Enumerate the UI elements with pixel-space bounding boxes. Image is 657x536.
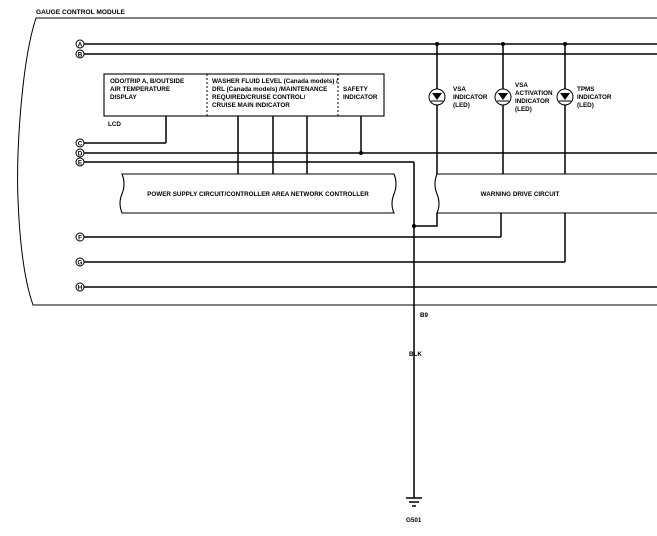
connector-h: H	[75, 282, 85, 292]
svg-text:D: D	[78, 150, 83, 157]
lcd-cell-odo: ODO/TRIP A, B/OUTSIDE AIR TEMPERATURE DI…	[110, 78, 186, 101]
pin-label: B9	[420, 312, 429, 319]
svg-text:H: H	[78, 284, 83, 291]
connector-a: A	[75, 39, 85, 49]
ground-label: G501	[406, 517, 422, 524]
tpms-indicator-led: TPMS INDICATOR (LED)	[556, 44, 613, 174]
vsa-activation-indicator-led: VSA ACTIVATION INDICATOR (LED)	[494, 44, 554, 174]
lcd-wires	[165, 116, 363, 174]
connector-b: B	[75, 49, 85, 59]
lcd-cell-washer: WASHER FLUID LEVEL (Canada models) / DRL…	[212, 78, 340, 109]
svg-text:A: A	[78, 41, 83, 48]
svg-text:TPMS INDICATOR (LE: TPMS INDICATOR (LED)	[577, 86, 613, 109]
connector-rails	[84, 43, 657, 288]
wire-color-label: BLK	[409, 351, 422, 358]
svg-text:B: B	[78, 51, 83, 58]
svg-text:VSA ACTIVATION IND: VSA ACTIVATION INDICATOR (LED)	[515, 82, 554, 113]
svg-text:C: C	[78, 140, 83, 147]
warning-drive-block: WARNING DRIVE CIRCUIT	[434, 173, 657, 214]
ground-wire: B9 BLK	[409, 162, 429, 498]
vsa-indicator-led: VSA INDICATOR (LED)	[428, 44, 489, 174]
connector-g: G	[75, 257, 85, 267]
module-title: GAUGE CONTROL MODULE	[36, 9, 125, 16]
connector-c: C	[75, 138, 85, 148]
svg-text:F: F	[78, 234, 82, 241]
power-supply-block: POWER SUPPLY CIRCUIT/CONTROLLER AREA NET…	[119, 173, 397, 214]
lcd-cell-safety: SAFETY INDICATOR	[343, 86, 378, 101]
svg-text:G: G	[78, 259, 83, 266]
svg-text:POWER SUPPLY CIRCUIT/CONTROLLE: POWER SUPPLY CIRCUIT/CONTROLLER AREA NET…	[147, 191, 369, 198]
svg-text:VSA INDICATOR (LED: VSA INDICATOR (LED)	[453, 86, 489, 109]
connector-e: E	[75, 157, 85, 167]
module-outline	[17, 17, 657, 306]
lcd-label: LCD	[108, 121, 121, 128]
svg-text:WARNING DRIVE CIRCUIT: WARNING DRIVE CIRCUIT	[481, 191, 560, 198]
connector-f: F	[75, 232, 85, 242]
lcd-panel: ODO/TRIP A, B/OUTSIDE AIR TEMPERATURE DI…	[103, 73, 385, 128]
connector-d: D	[75, 148, 85, 158]
ground-symbol-icon	[406, 497, 422, 507]
svg-text:E: E	[78, 159, 82, 166]
warning-output-wires	[414, 213, 566, 262]
